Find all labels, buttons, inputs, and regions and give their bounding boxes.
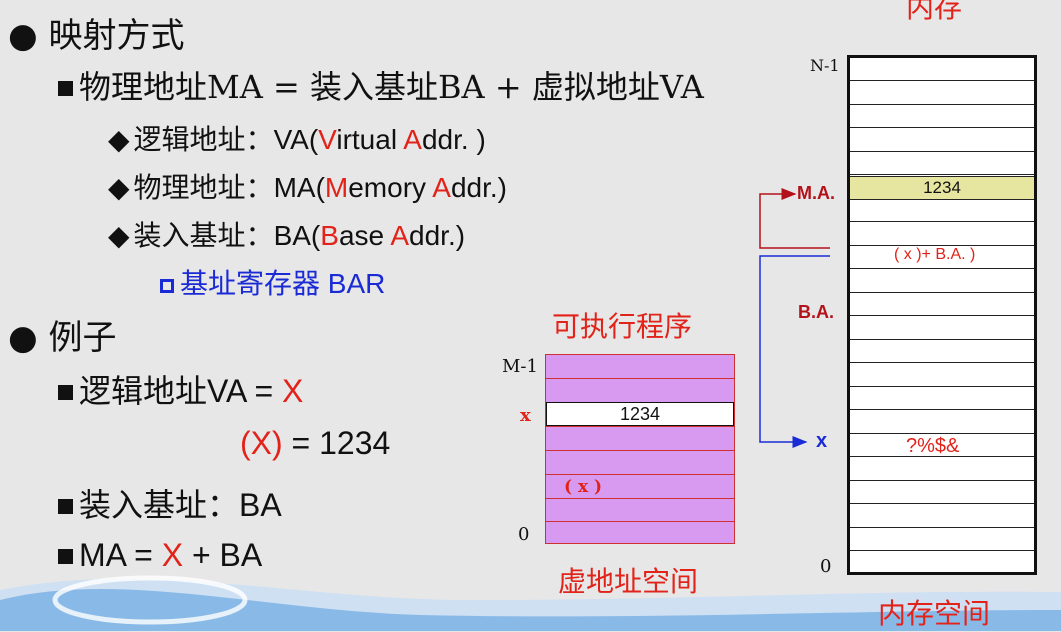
memory-row-line — [850, 480, 1034, 481]
virtual-row-line — [546, 498, 734, 499]
memory-row-line — [850, 104, 1034, 105]
formula-line: 物理地址MA = 装入基址BA + 虚拟地址VA — [58, 62, 704, 108]
virtual-row-line — [546, 378, 734, 379]
diamond-bullet-icon: ◆ — [108, 219, 130, 252]
hollow-square-bullet-icon — [160, 279, 174, 293]
square-bullet-icon — [58, 81, 73, 96]
square-bullet-icon — [58, 549, 73, 564]
memory-ba-label: B.A. — [798, 302, 834, 322]
memory-row-line — [850, 550, 1034, 551]
virtual-row-line — [546, 450, 734, 451]
wave-decoration — [0, 575, 1061, 631]
memory-row-line — [850, 174, 1034, 175]
memory-row-line — [850, 127, 1034, 128]
virtual-x-label: x — [520, 405, 531, 426]
dot-bullet-icon: ● — [8, 318, 38, 358]
memory-row-line — [850, 409, 1034, 410]
memory-row-line — [850, 221, 1034, 222]
bar-register-line: 基址寄存器 BAR — [160, 262, 385, 302]
memory-row-line — [850, 292, 1034, 293]
example-x-value: (X) = 1234 — [240, 425, 391, 461]
virtual-title: 可执行程序 — [552, 310, 693, 343]
virtual-address-block: 1234 ( x ) — [545, 354, 735, 544]
virtual-row-line — [546, 426, 734, 427]
dot-bullet-icon: ● — [8, 16, 38, 56]
virtual-x-cell: 1234 — [546, 402, 734, 426]
virtual-row-line — [546, 474, 734, 475]
sub-item-va: ◆逻辑地址：VA(Virtual Addr. ) — [108, 123, 486, 156]
memory-row-line — [850, 456, 1034, 457]
diamond-bullet-icon: ◆ — [108, 171, 130, 204]
memory-top-title: 内存 — [906, 0, 963, 24]
memory-row-line — [850, 315, 1034, 316]
virtual-x-paren: ( x ) — [564, 477, 603, 497]
example-ba: 装入基址：BA — [58, 480, 282, 526]
virtual-caption: 虚地址空间 — [558, 565, 699, 598]
memory-row-line — [850, 151, 1034, 152]
memory-top-label: N-1 — [810, 56, 840, 75]
sub-item-ba: ◆装入基址：BA(Base Addr.) — [108, 219, 466, 252]
memory-x-label: x — [816, 430, 828, 452]
memory-caption: 内存空间 — [878, 597, 991, 630]
memory-garbage-cell: ?%$& — [906, 435, 960, 457]
memory-row-line — [850, 339, 1034, 340]
sub-item-ma: ◆物理地址：MA(Memory Addr.) — [108, 171, 507, 204]
heading-example: ● 例子 — [8, 318, 117, 358]
memory-row-line — [850, 527, 1034, 528]
memory-row-line — [850, 80, 1034, 81]
memory-xba-cell: ( x )+ B.A. ) — [894, 246, 976, 263]
memory-row-line — [850, 245, 1034, 246]
virtual-top-label: M-1 — [502, 356, 538, 377]
square-bullet-icon — [58, 499, 73, 514]
memory-ma-label: M.A. — [797, 183, 835, 203]
virtual-row-line — [546, 521, 734, 522]
memory-ma-cell: 1234 — [850, 176, 1034, 200]
memory-row-line — [850, 362, 1034, 363]
memory-row-line — [850, 433, 1034, 434]
virtual-zero-label: 0 — [518, 524, 530, 545]
example-ma: MA = X + BA — [58, 536, 262, 574]
memory-row-line — [850, 386, 1034, 387]
heading-mapping: ● 映射方式 — [8, 16, 185, 56]
memory-row-line — [850, 268, 1034, 269]
example-va: 逻辑地址VA = X — [58, 366, 303, 412]
memory-block: 1234 ( x )+ B.A. ) ?%$& — [847, 55, 1037, 575]
square-bullet-icon — [58, 385, 73, 400]
memory-zero-label: 0 — [820, 556, 832, 577]
blue-arrow — [759, 255, 830, 448]
diamond-bullet-icon: ◆ — [108, 123, 130, 156]
memory-row-line — [850, 503, 1034, 504]
